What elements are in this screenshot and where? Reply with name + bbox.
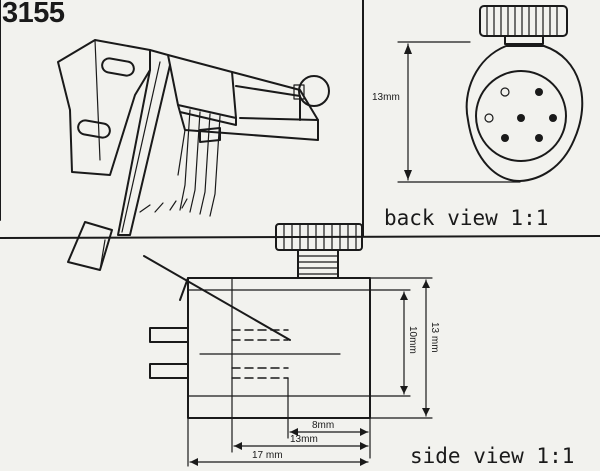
back-view-height-label: 13mm (372, 92, 400, 103)
side-view-dim-10: 10mm (407, 326, 418, 354)
side-view-dim-8: 8mm (312, 420, 335, 431)
side-view-drawing (143, 223, 433, 467)
model-number: 3155 (2, 0, 65, 29)
side-view-dim-13-vertical: 13 mm (429, 322, 440, 353)
side-view-dim-17: 17 mm (252, 450, 283, 461)
cartridge-perspective (57, 39, 330, 271)
side-view-caption: side view 1:1 (410, 444, 575, 468)
back-view-caption: back view 1:1 (384, 206, 549, 230)
back-view-drawing (397, 5, 584, 183)
side-view-dim-13-bottom: 13mm (290, 434, 318, 445)
